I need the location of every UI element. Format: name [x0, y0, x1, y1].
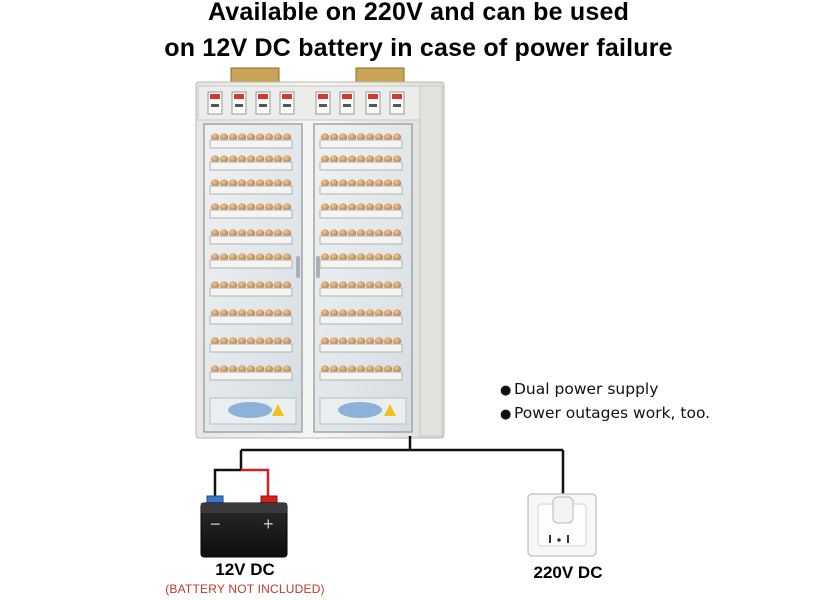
- incubator-cabinet: [195, 67, 445, 439]
- egg-tray: [319, 253, 403, 269]
- egg-tray: [319, 337, 403, 353]
- egg-tray: [209, 179, 293, 195]
- egg-tray: [209, 155, 293, 171]
- egg-tray: [319, 179, 403, 195]
- battery-plus-sign: +: [263, 514, 274, 534]
- temperature-controller: [279, 91, 295, 115]
- control-panel: [197, 85, 421, 121]
- car-battery: − +: [200, 495, 288, 558]
- temperature-controller: [315, 91, 331, 115]
- egg-tray: [319, 229, 403, 245]
- socket-label: 220V DC: [533, 563, 603, 582]
- door-handle-right: [316, 256, 320, 278]
- feature-item: ●Power outages work, too.: [500, 402, 710, 426]
- egg-tray: [209, 281, 293, 297]
- egg-tray: [209, 253, 293, 269]
- temperature-controller: [231, 91, 247, 115]
- temperature-controller: [365, 91, 381, 115]
- feature-text: Dual power supply: [514, 380, 659, 398]
- egg-tray: [209, 309, 293, 325]
- egg-tray: [209, 133, 293, 149]
- temperature-controller: [255, 91, 271, 115]
- egg-tray: [319, 281, 403, 297]
- controller-row: [207, 91, 405, 115]
- feature-list: ●Dual power supply ●Power outages work, …: [500, 378, 710, 426]
- battery-minus-sign: −: [210, 514, 221, 534]
- egg-tray: [319, 133, 403, 149]
- feature-item: ●Dual power supply: [500, 378, 710, 402]
- egg-trays: [209, 133, 403, 381]
- battery-label: 12V DC: [215, 560, 275, 579]
- bottom-fan-left: [209, 397, 297, 425]
- egg-tray: [319, 365, 403, 381]
- temperature-controller: [339, 91, 355, 115]
- egg-tray: [209, 337, 293, 353]
- headline-line-2: on 12V DC battery in case of power failu…: [164, 34, 673, 62]
- battery-note: (BATTERY NOT INCLUDED): [165, 582, 325, 596]
- egg-tray: [209, 229, 293, 245]
- bullet-icon: ●: [500, 407, 512, 422]
- egg-tray: [319, 309, 403, 325]
- left-door: [203, 123, 303, 433]
- battery-positive-wire: [241, 468, 270, 500]
- temperature-controller: [389, 91, 405, 115]
- right-door: [313, 123, 413, 433]
- bottom-fan-right: [319, 397, 407, 425]
- egg-tray: [209, 365, 293, 381]
- headline-line-1: Available on 220V and can be used: [207, 0, 630, 26]
- door-handle-left: [296, 256, 300, 278]
- egg-tray: [209, 203, 293, 219]
- feature-text: Power outages work, too.: [514, 404, 711, 422]
- egg-tray: [319, 203, 403, 219]
- wall-socket: [527, 493, 597, 557]
- bullet-icon: ●: [500, 383, 512, 398]
- temperature-controller: [207, 91, 223, 115]
- egg-tray: [319, 155, 403, 171]
